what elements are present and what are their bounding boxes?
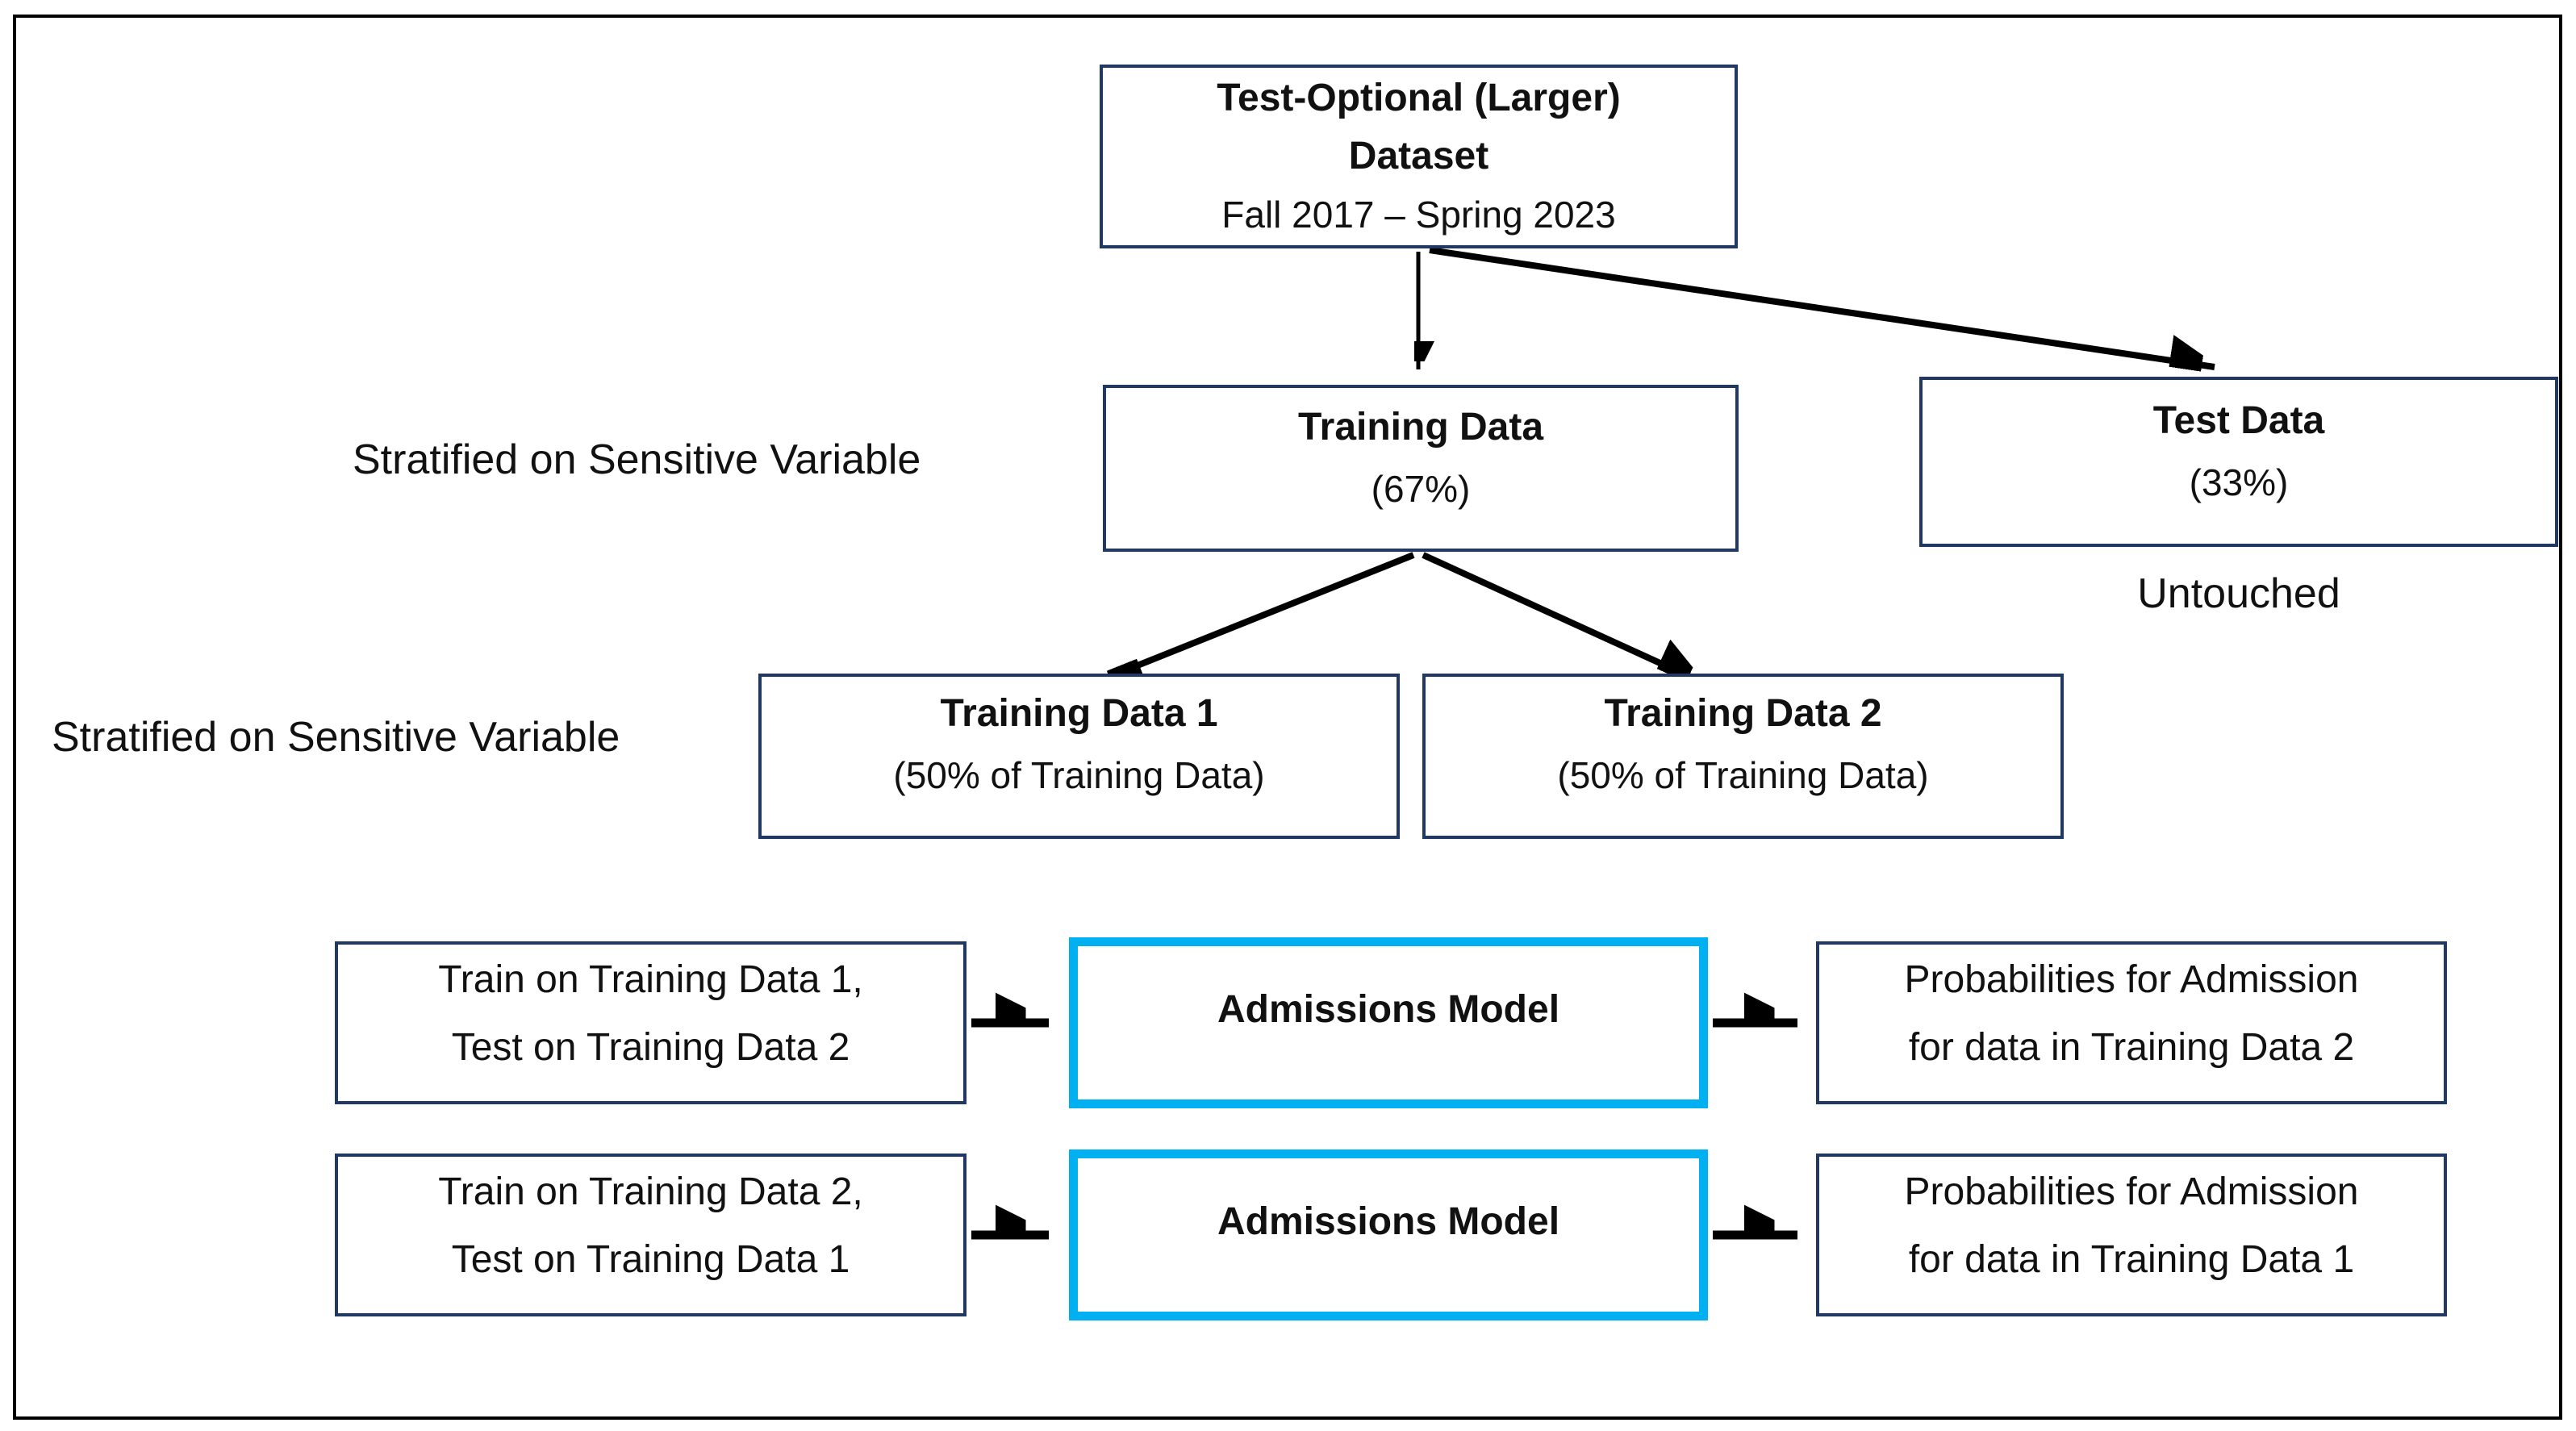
dataset-title-line1: Test-Optional (Larger): [1217, 77, 1621, 119]
training-data-1-subtitle: (50% of Training Data): [893, 753, 1265, 796]
stratified-label-bottom: Stratified on Sensitive Variable: [52, 714, 620, 761]
dataset-date-range: Fall 2017 – Spring 2023: [1221, 194, 1616, 236]
training-data-title: Training Data: [1297, 405, 1544, 448]
row1-admissions-model-box: Admissions Model: [1069, 937, 1708, 1108]
stratified-label-top: Stratified on Sensitive Variable: [353, 436, 921, 483]
test-data-box: Test Data (33%): [1919, 377, 2558, 547]
row2-input-line1: Train on Training Data 2,: [438, 1170, 863, 1213]
row2-input-box: Train on Training Data 2, Test on Traini…: [335, 1154, 967, 1316]
row2-input-line2: Test on Training Data 1: [451, 1238, 850, 1281]
figure-frame: [13, 15, 2562, 1420]
row1-admissions-model-label: Admissions Model: [1217, 987, 1560, 1031]
row2-admissions-model-label: Admissions Model: [1217, 1199, 1560, 1243]
training-data-2-title: Training Data 2: [1604, 691, 1882, 735]
row1-output-line2: for data in Training Data 2: [1908, 1026, 2355, 1069]
training-data-2-subtitle: (50% of Training Data): [1557, 753, 1929, 796]
training-data-percent: (67%): [1371, 467, 1471, 510]
row2-admissions-model-box: Admissions Model: [1069, 1149, 1708, 1320]
training-data-2-box: Training Data 2 (50% of Training Data): [1422, 674, 2064, 839]
row1-input-box: Train on Training Data 1, Test on Traini…: [335, 941, 967, 1104]
untouched-note: Untouched: [2137, 570, 2340, 617]
training-data-1-box: Training Data 1 (50% of Training Data): [758, 674, 1400, 839]
row2-output-line2: for data in Training Data 1: [1908, 1238, 2355, 1281]
training-data-box: Training Data (67%): [1103, 385, 1739, 552]
row2-output-box: Probabilities for Admission for data in …: [1816, 1154, 2447, 1316]
row1-input-line1: Train on Training Data 1,: [438, 958, 863, 1001]
dataset-title-line2: Dataset: [1348, 135, 1489, 177]
test-data-title: Test Data: [2152, 398, 2325, 442]
test-data-percent: (33%): [2189, 461, 2289, 503]
row1-input-line2: Test on Training Data 2: [451, 1026, 850, 1069]
dataset-box: Test-Optional (Larger) Dataset Fall 2017…: [1100, 65, 1738, 248]
row1-output-line1: Probabilities for Admission: [1904, 958, 2359, 1001]
row1-output-box: Probabilities for Admission for data in …: [1816, 941, 2447, 1104]
training-data-1-title: Training Data 1: [940, 691, 1218, 735]
row2-output-line1: Probabilities for Admission: [1904, 1170, 2359, 1213]
